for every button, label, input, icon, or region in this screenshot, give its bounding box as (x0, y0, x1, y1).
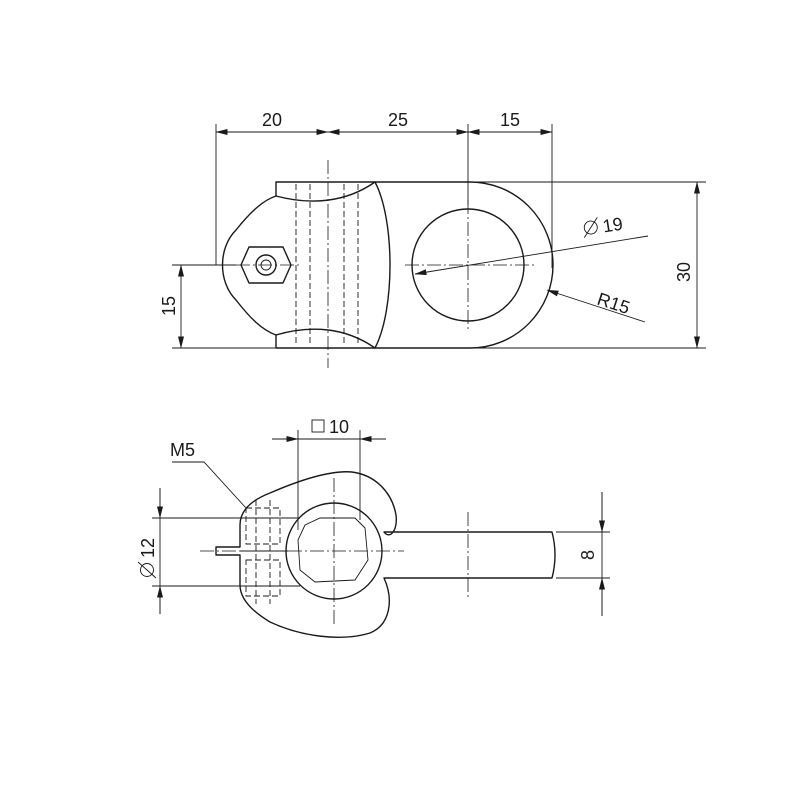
dim-line-radius (546, 289, 646, 323)
dim-text-radius: R15 (595, 289, 633, 318)
diameter-label-19: 19 (583, 214, 624, 238)
dim-line-bore-diameter (414, 235, 649, 276)
dim-text-15: 15 (500, 110, 520, 130)
side-view-body (215, 471, 556, 638)
diameter-symbol (137, 561, 157, 579)
screw-hidden-top (245, 507, 281, 545)
diameter-label-12: 12 (137, 538, 158, 579)
clamp-slot-curve-left (275, 181, 376, 202)
dim-text-30: 30 (674, 262, 694, 282)
diameter-symbol (583, 217, 598, 238)
side-view: 10 M5 12 8 (137, 417, 610, 638)
dim-text-square: 10 (329, 417, 349, 437)
diameter-symbol (140, 563, 154, 577)
clamp-slot-curve-right (374, 181, 391, 349)
dim-text-tab-thickness: 8 (578, 550, 598, 560)
dim-text-clamp-diameter: 12 (138, 538, 158, 558)
diameter-symbol (583, 220, 598, 235)
thread-leader (172, 461, 247, 509)
screw-hidden-bottom (245, 559, 281, 597)
top-view: 20 25 15 30 15 19 R15 (159, 110, 706, 368)
square-symbol (311, 419, 325, 433)
square-shaft (297, 517, 369, 583)
dim-text-thread: M5 (170, 440, 195, 460)
clamp-slot-curve-bottom (275, 328, 376, 349)
dim-text-15-vertical: 15 (159, 296, 179, 316)
dim-text-25: 25 (388, 110, 408, 130)
dim-text-20: 20 (262, 110, 282, 130)
dim-text-bore-diameter: 19 (601, 214, 624, 237)
